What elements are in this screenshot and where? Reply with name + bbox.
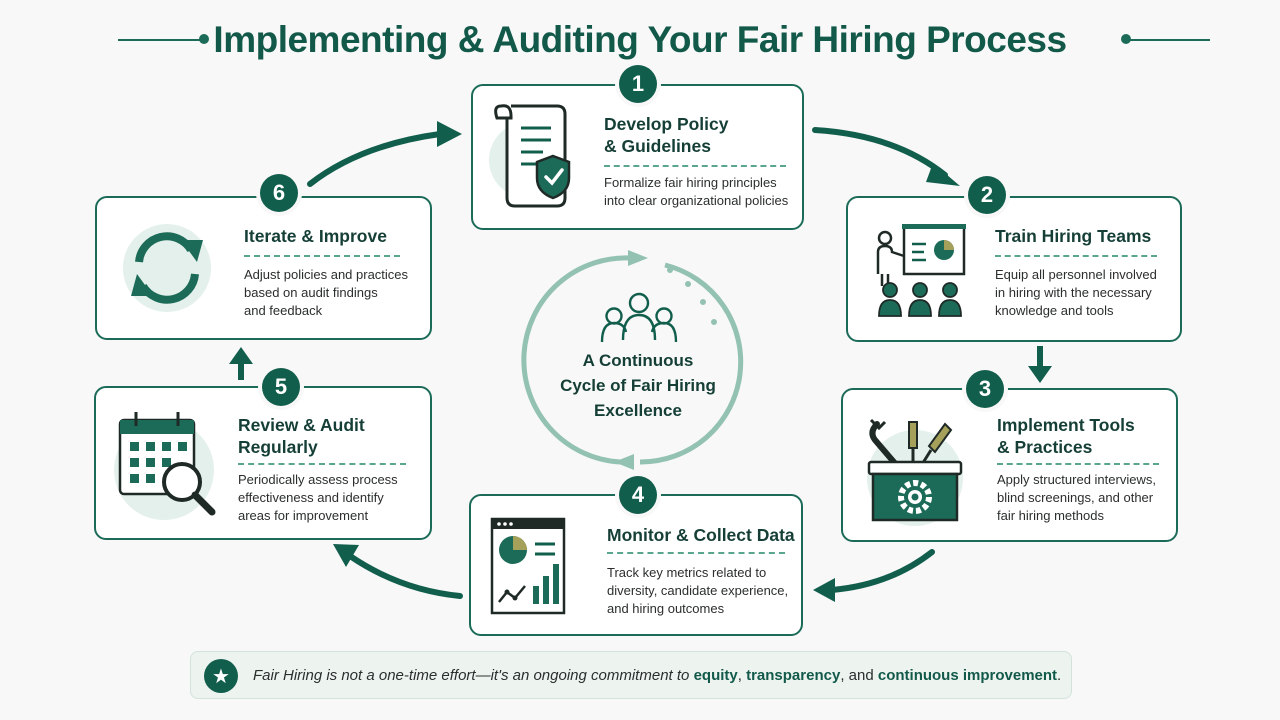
analytics-dashboard-icon xyxy=(489,516,569,620)
footer-end: . xyxy=(1057,667,1062,684)
step-2-description: Equip all personnel involved in hiring w… xyxy=(995,267,1157,318)
step-4-description: Track key metrics related to diversity, … xyxy=(607,565,789,616)
step-card-5: Review & Audit Regularly Periodically as… xyxy=(94,386,432,540)
step-card-3: Implement Tools & Practices Apply struct… xyxy=(841,388,1178,542)
title-rule-left xyxy=(118,39,204,41)
center-cycle-ring xyxy=(521,250,744,470)
footer-message: Fair Hiring is not a one-time effort—it'… xyxy=(253,666,1061,686)
step-5-badge: 5 xyxy=(262,368,300,406)
step-2-badge: 2 xyxy=(968,176,1006,214)
page-title: Implementing & Auditing Your Fair Hiring… xyxy=(213,19,1067,60)
footer-lead: Fair Hiring is not a one-time effort—it'… xyxy=(253,667,690,684)
refresh-cycle-icon xyxy=(111,212,223,328)
step-6-description: Adjust policies and practices based on a… xyxy=(244,267,409,318)
arrow-4-to-5 xyxy=(333,544,463,599)
footer-term-transparency: transparency xyxy=(746,667,841,684)
step-3-title: Implement Tools & Practices xyxy=(997,415,1135,457)
step-4-divider xyxy=(607,552,785,554)
step-6-badge: 6 xyxy=(260,174,298,212)
arrow-3-to-4 xyxy=(813,549,935,602)
arrow-6-to-1 xyxy=(307,121,462,187)
step-card-1: Develop Policy & Guidelines Formalize fa… xyxy=(471,84,804,230)
step-1-divider xyxy=(604,165,786,167)
footer-term-improvement: continuous improvement xyxy=(877,667,1058,684)
people-group-icon xyxy=(600,292,678,343)
step-2-divider xyxy=(995,255,1157,257)
arrow-5-to-6 xyxy=(229,347,253,380)
step-1-description: Formalize fair hiring principles into cl… xyxy=(604,175,789,208)
step-1-badge: 1 xyxy=(619,65,657,103)
title-dot-left xyxy=(199,34,209,44)
footer-term-equity: equity xyxy=(693,667,738,684)
footer-banner: ★ Fair Hiring is not a one-time effort—i… xyxy=(190,651,1072,699)
center-cycle-label: A Continuous Cycle of Fair Hiring Excell… xyxy=(560,351,716,420)
training-presentation-icon xyxy=(870,222,970,324)
step-2-title: Train Hiring Teams xyxy=(995,226,1152,246)
step-4-badge: 4 xyxy=(619,476,657,514)
arrow-1-to-2 xyxy=(812,127,960,186)
toolbox-icon xyxy=(859,416,971,532)
footer-sep-1: , xyxy=(737,667,742,684)
step-card-2: Train Hiring Teams Equip all personnel i… xyxy=(846,196,1182,342)
title-rule-right xyxy=(1126,39,1210,41)
step-5-description: Periodically assess process effectivenes… xyxy=(238,472,398,523)
step-card-4: Monitor & Collect Data Track key metrics… xyxy=(469,494,803,636)
step-card-6: Iterate & Improve Adjust policies and pr… xyxy=(95,196,432,340)
step-3-description: Apply structured interviews, blind scree… xyxy=(997,472,1156,523)
arrow-2-to-3 xyxy=(1028,346,1052,383)
step-6-title: Iterate & Improve xyxy=(244,226,387,246)
step-1-title: Develop Policy & Guidelines xyxy=(604,114,729,156)
calendar-search-icon xyxy=(110,408,222,524)
step-3-badge: 3 xyxy=(966,370,1004,408)
step-4-title: Monitor & Collect Data xyxy=(607,525,795,545)
star-icon: ★ xyxy=(204,659,238,693)
title-row: Implementing & Auditing Your Fair Hiring… xyxy=(0,12,1280,68)
policy-document-shield-icon xyxy=(485,98,585,217)
step-6-divider xyxy=(244,255,400,257)
step-5-divider xyxy=(238,463,406,465)
footer-sep-2: , and xyxy=(840,667,874,684)
step-3-divider xyxy=(997,463,1159,465)
step-5-title: Review & Audit Regularly xyxy=(238,415,365,457)
